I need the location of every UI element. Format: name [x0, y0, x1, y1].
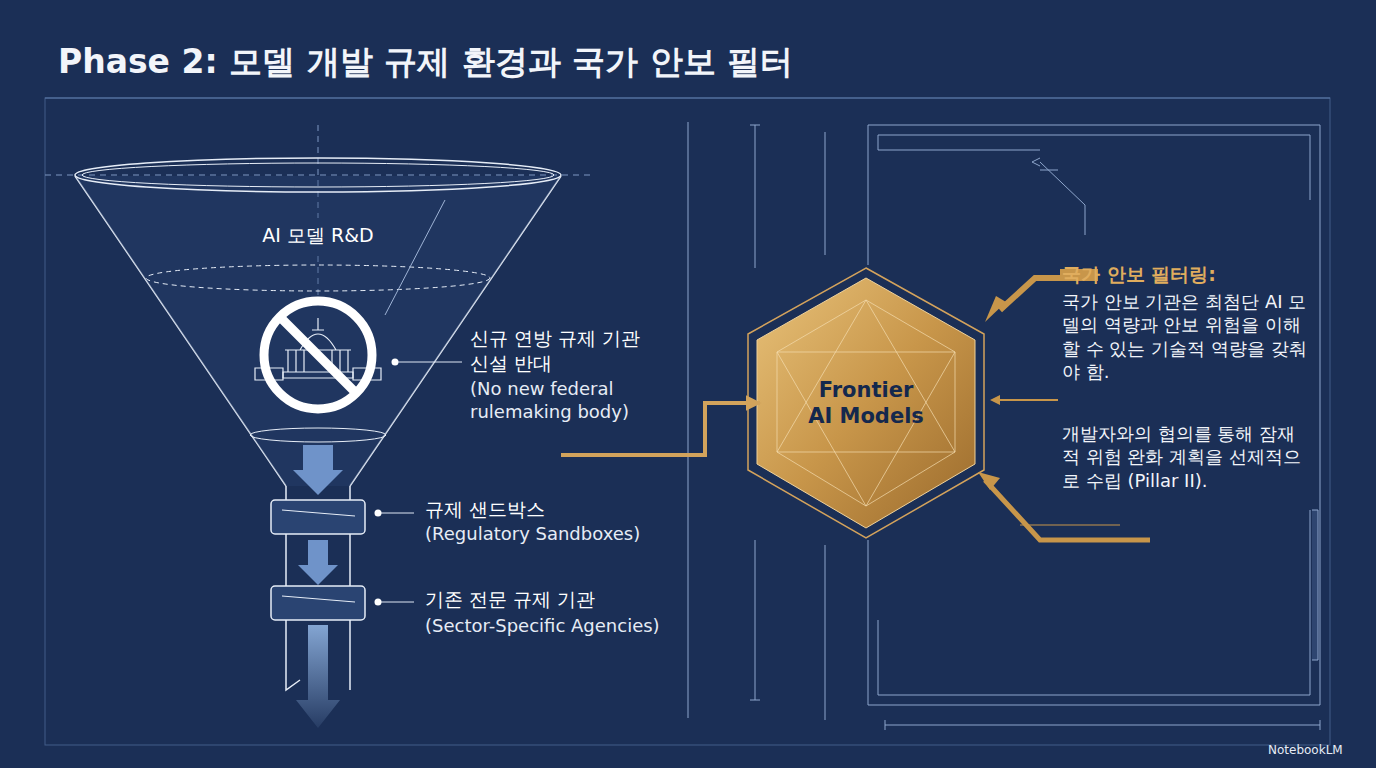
- watermark: NotebookLM: [1268, 743, 1343, 759]
- callout-text: (No new federal rulemaking body): [470, 377, 655, 424]
- funnel-label: AI 모델 R&D: [262, 224, 373, 248]
- callout-text: (Sector-Specific Agencies): [425, 614, 660, 637]
- callout-body: 국가 안보 기관은 최첨단 AI 모델의 역량과 안보 위험을 이해할 수 있는…: [1062, 290, 1312, 384]
- frontier-hexagon: Frontier AI Models: [760, 282, 972, 524]
- callout-text: 신규 연방 규제 기관 신설 반대: [470, 326, 660, 375]
- hexagon-facets: [748, 268, 984, 538]
- node-label: Frontier AI Models: [806, 377, 926, 430]
- blueprint-frame: [750, 125, 1320, 730]
- callout-body: 개발자와의 협의를 통해 잠재적 위험 완화 계획을 선제적으로 수립 (Pil…: [1062, 422, 1312, 492]
- frame: [45, 98, 1330, 745]
- callout-text: (Regulatory Sandboxes): [425, 522, 640, 545]
- funnel-illustration: [45, 125, 590, 728]
- callout-text: 기존 전문 규제 기관: [425, 587, 595, 612]
- title: Phase 2: 모델 개발 규제 환경과 국가 안보 필터: [58, 40, 793, 85]
- gold-pointers: [978, 272, 1150, 540]
- callout-text: 규제 샌드박스: [425, 497, 545, 522]
- callout-heading: 국가 안보 필터링:: [1062, 262, 1216, 287]
